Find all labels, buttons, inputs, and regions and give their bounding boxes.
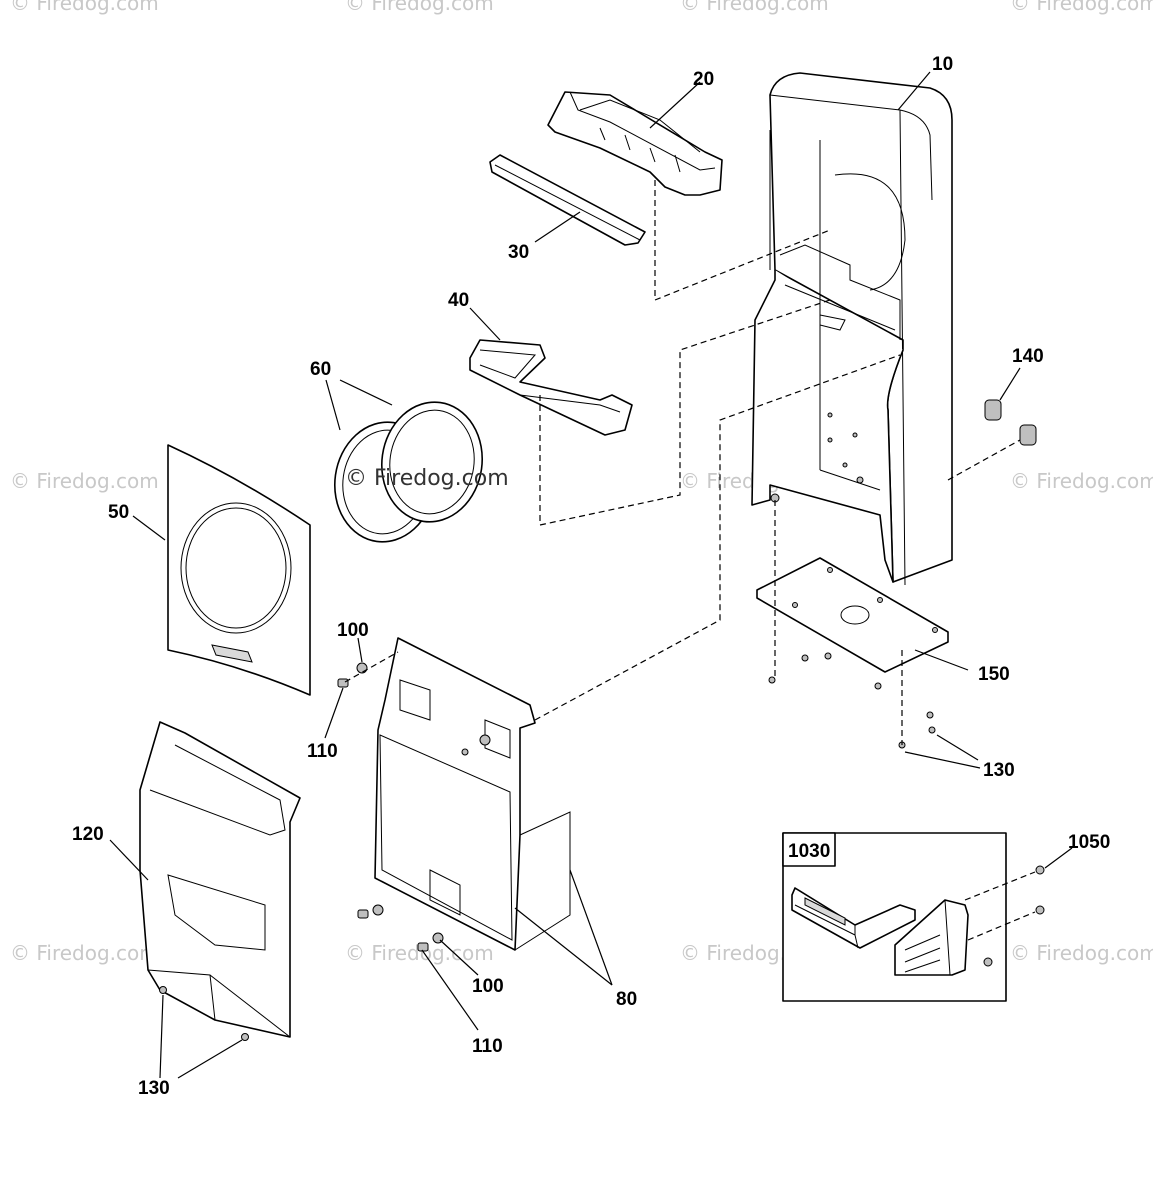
hardware-screws xyxy=(159,652,936,1041)
callout-140: 140 xyxy=(1012,346,1044,367)
callout-130: 130 xyxy=(138,1078,170,1099)
watermark: © Firedog.com xyxy=(345,0,494,15)
part-140-bumpers xyxy=(984,399,1037,446)
watermark: © Firedog.com xyxy=(1010,0,1153,15)
part-20-top-bracket xyxy=(547,91,723,196)
callout-10: 10 xyxy=(932,54,953,75)
part-120-front-cover xyxy=(139,721,301,1038)
callout-labels: 10 20 30 40 50 60 80 100 100 110 110 120… xyxy=(72,54,1110,1099)
callout-130: 130 xyxy=(983,760,1015,781)
callout-100: 100 xyxy=(472,976,504,997)
callout-60: 60 xyxy=(310,359,331,380)
part-30-rail xyxy=(489,154,646,246)
callout-110: 110 xyxy=(307,741,338,762)
part-60-rings xyxy=(333,401,484,543)
part-80-inner-panel xyxy=(374,637,571,951)
watermark: © Firedog.com xyxy=(10,0,159,15)
callout-120: 120 xyxy=(72,824,104,845)
watermark: © Firedog.com xyxy=(1010,469,1153,493)
callout-20: 20 xyxy=(693,69,714,90)
leader-lines xyxy=(109,71,1073,1079)
callout-100: 100 xyxy=(337,620,369,641)
part-150-base-plate xyxy=(756,557,949,673)
callout-1030: 1030 xyxy=(788,841,830,862)
watermark: © Firedog.com xyxy=(10,941,159,965)
watermark: © Firedog.com xyxy=(10,469,159,493)
callout-110: 110 xyxy=(472,1036,503,1057)
assembly-dashed-lines xyxy=(344,180,1021,745)
watermark: © Firedog.com xyxy=(1010,941,1153,965)
callout-40: 40 xyxy=(448,290,469,311)
callout-1050: 1050 xyxy=(1068,832,1110,853)
part-40-tray xyxy=(469,339,633,436)
watermark: © Firedog.com xyxy=(680,0,829,15)
callout-80: 80 xyxy=(616,989,637,1010)
callout-30: 30 xyxy=(508,242,529,263)
watermark: © Firedog.com xyxy=(345,466,509,491)
callout-50: 50 xyxy=(108,502,129,523)
inset-1030 xyxy=(782,832,1045,1002)
part-50-front-panel xyxy=(167,444,311,696)
part-10-cabinet xyxy=(751,72,953,586)
callout-150: 150 xyxy=(978,664,1010,685)
